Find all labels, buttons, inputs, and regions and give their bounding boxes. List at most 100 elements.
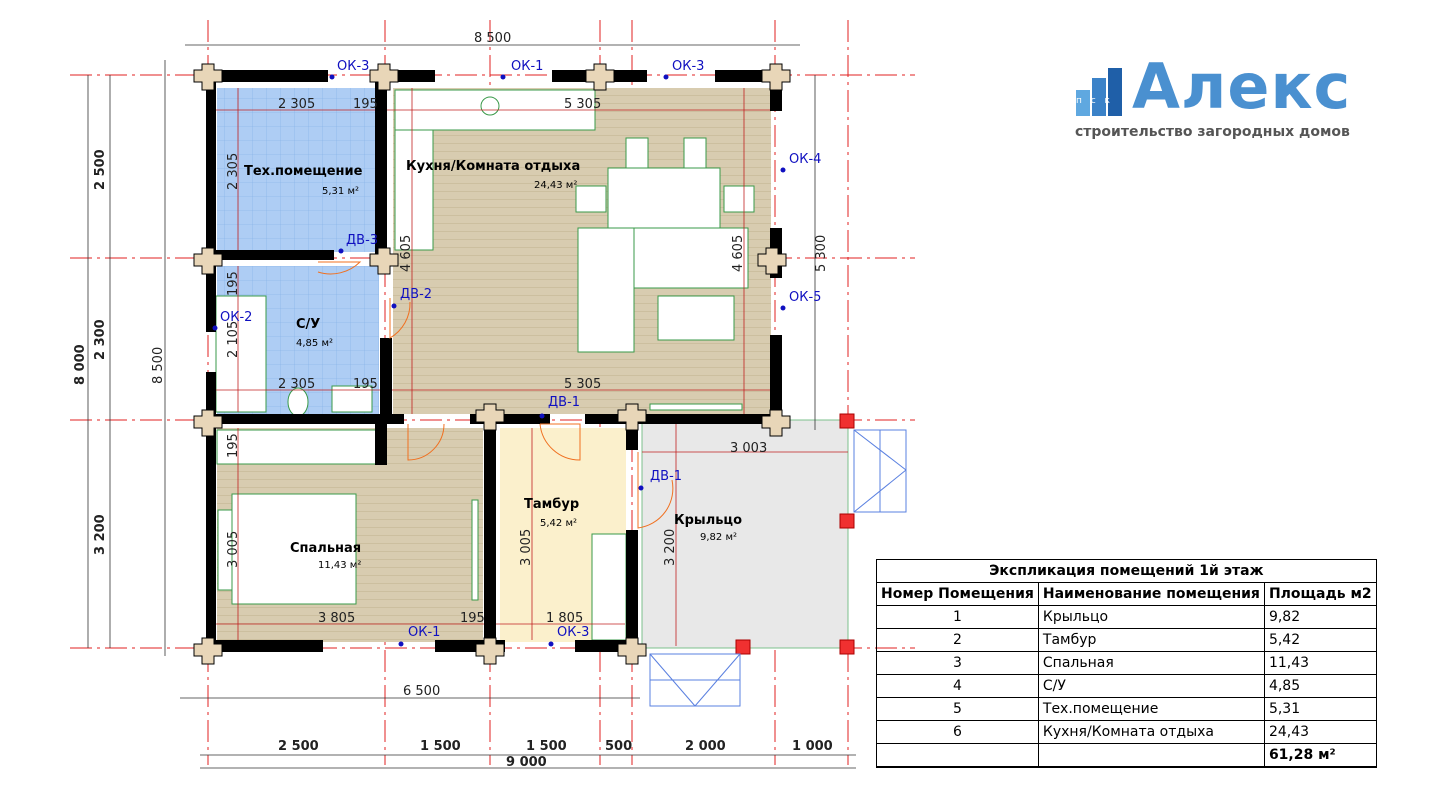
dim-left-total: 8 000 <box>73 344 88 385</box>
room-area-kitchen: 24,43 м² <box>534 180 577 191</box>
dim-left-part: 2 500 <box>93 149 108 190</box>
room-explication-table: Экспликация помещений 1й этаж Номер Поме… <box>876 559 1377 768</box>
dim-inner: 4 605 <box>731 235 746 272</box>
bathtub <box>215 295 267 413</box>
row-number: 4 <box>876 674 1039 698</box>
vestibule-bench <box>591 533 627 641</box>
table-row: 2 Тамбур 5,42 <box>876 628 1377 652</box>
logo-prefix: п с к <box>1076 96 1113 106</box>
row-area: 9,82 <box>1263 605 1377 629</box>
dim-inner: 2 305 <box>226 153 241 190</box>
tech-room-floor <box>217 88 379 252</box>
dim-top: 8 500 <box>474 31 511 46</box>
table-header: Номер Помещения <box>876 582 1039 606</box>
door-label: ДВ-1 <box>548 395 580 410</box>
window-label: ОК-4 <box>789 152 821 167</box>
dim-bottom-part: 1 500 <box>526 739 567 754</box>
dim-inner: 4 605 <box>399 235 414 272</box>
table-row: 6 Кухня/Комната отдыха 24,43 <box>876 720 1377 744</box>
window-label: ОК-1 <box>511 59 543 74</box>
row-number: 2 <box>876 628 1039 652</box>
table-row: 4 С/У 4,85 <box>876 674 1377 698</box>
callout-dots <box>212 74 786 647</box>
room-area-bath: 4,85 м² <box>296 338 333 349</box>
door-label: ДВ-2 <box>400 287 432 302</box>
room-name-kitchen: Кухня/Комната отдыха <box>406 159 580 174</box>
dim-inner: 3 200 <box>663 529 678 566</box>
outer-dimension-lines <box>87 44 856 769</box>
dim-inner: 3 005 <box>226 531 241 568</box>
room-name-tech: Тех.помещение <box>244 164 363 179</box>
dim-left-house: 8 500 <box>151 347 166 384</box>
window-label: ОК-5 <box>789 290 821 305</box>
row-name: Тех.помещение <box>1037 697 1265 721</box>
dim-inner: 195 <box>353 97 378 112</box>
row-number: 5 <box>876 697 1039 721</box>
dim-inner: 3 003 <box>730 441 767 456</box>
room-area-tech: 5,31 м² <box>322 186 359 197</box>
dim-bottom-part: 1 500 <box>420 739 461 754</box>
sink-icon <box>480 96 500 116</box>
row-name: Крыльцо <box>1037 605 1265 629</box>
dim-right-kitchen: 5 300 <box>814 235 829 272</box>
row-area: 5,42 <box>1263 628 1377 652</box>
dim-bottom-part: 500 <box>605 739 632 754</box>
dim-bottom-house: 6 500 <box>403 684 440 699</box>
room-name-porch: Крыльцо <box>674 513 742 528</box>
row-name: Тамбур <box>1037 628 1265 652</box>
row-name: С/У <box>1037 674 1265 698</box>
table-header: Площадь м2 <box>1263 582 1377 606</box>
dim-inner: 3 805 <box>318 611 355 626</box>
dimension-texts: 8 500 6 500 2 500 1 500 1 500 500 2 000 … <box>73 31 833 770</box>
dim-inner: 195 <box>226 433 241 458</box>
table-title: Экспликация помещений 1й этаж <box>876 559 1377 583</box>
table-total-row: 61,28 м² <box>876 743 1377 768</box>
opening-labels: ОК-3 ОК-1 ОК-3 ОК-4 ОК-5 ОК-2 ОК-1 ОК-3 … <box>220 59 821 640</box>
room-name-bed: Спальная <box>290 541 361 556</box>
dim-inner: 3 005 <box>519 529 534 566</box>
window-label: ОК-2 <box>220 310 252 325</box>
inner-dimension-lines <box>215 88 848 646</box>
row-number: 6 <box>876 720 1039 744</box>
dim-bottom-part: 2 000 <box>685 739 726 754</box>
room-name-bath: С/У <box>296 317 320 332</box>
dim-bottom-part: 1 000 <box>792 739 833 754</box>
dim-inner: 2 305 <box>278 377 315 392</box>
logo-name: Алекс <box>1132 50 1352 123</box>
company-logo: п с к Алекс строительство загородных дом… <box>1072 50 1372 148</box>
porch-posts <box>735 413 855 655</box>
logo-tagline: строительство загородных домов <box>1075 124 1350 140</box>
window-label: ОК-1 <box>408 625 440 640</box>
dim-bottom-part: 2 500 <box>278 739 319 754</box>
room-name-vest: Тамбур <box>524 497 579 512</box>
door-swings <box>317 261 674 529</box>
table-row: 5 Тех.помещение 5,31 <box>876 697 1377 721</box>
dim-inner: 195 <box>460 611 485 626</box>
row-number: 3 <box>876 651 1039 675</box>
dim-inner: 2 305 <box>278 97 315 112</box>
logo-bars-icon <box>1076 68 1122 116</box>
room-area-bed: 11,43 м² <box>318 560 361 571</box>
row-number: 1 <box>876 605 1039 629</box>
room-area-vest: 5,42 м² <box>540 518 577 529</box>
log-corners <box>193 63 791 665</box>
dim-inner: 2 105 <box>226 321 241 358</box>
room-area-porch: 9,82 м² <box>700 532 737 543</box>
door-label: ДВ-3 <box>346 233 378 248</box>
toilet-icon <box>287 387 309 417</box>
dim-left-part: 3 200 <box>93 514 108 555</box>
window-label: ОК-3 <box>672 59 704 74</box>
dim-inner: 5 305 <box>564 97 601 112</box>
dim-inner: 195 <box>353 377 378 392</box>
room-labels: Тех.помещение 5,31 м² Кухня/Комната отды… <box>244 159 742 571</box>
row-name: Спальная <box>1037 651 1265 675</box>
wardrobe <box>216 429 378 465</box>
row-area: 5,31 <box>1263 697 1377 721</box>
coffee-table <box>657 295 735 341</box>
row-area: 11,43 <box>1263 651 1377 675</box>
dim-inner: 1 805 <box>546 611 583 626</box>
table-header: Наименование помещения <box>1037 582 1265 606</box>
dim-inner: 195 <box>226 271 241 296</box>
window-label: ОК-3 <box>557 625 589 640</box>
